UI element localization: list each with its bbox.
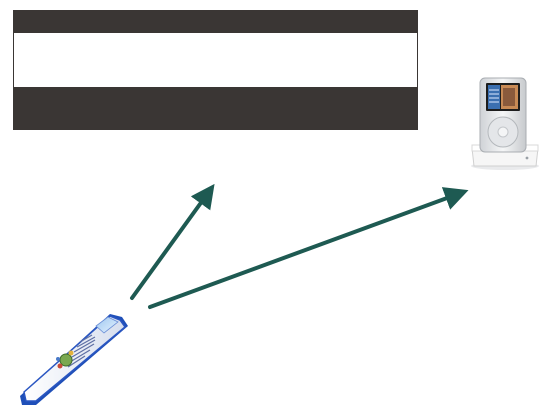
arrow-to-screen	[132, 193, 208, 298]
dock-light-icon	[526, 157, 529, 160]
ipod-in-dock	[471, 78, 539, 170]
remote-dpad-icon	[60, 354, 72, 366]
remote-control	[20, 314, 128, 405]
